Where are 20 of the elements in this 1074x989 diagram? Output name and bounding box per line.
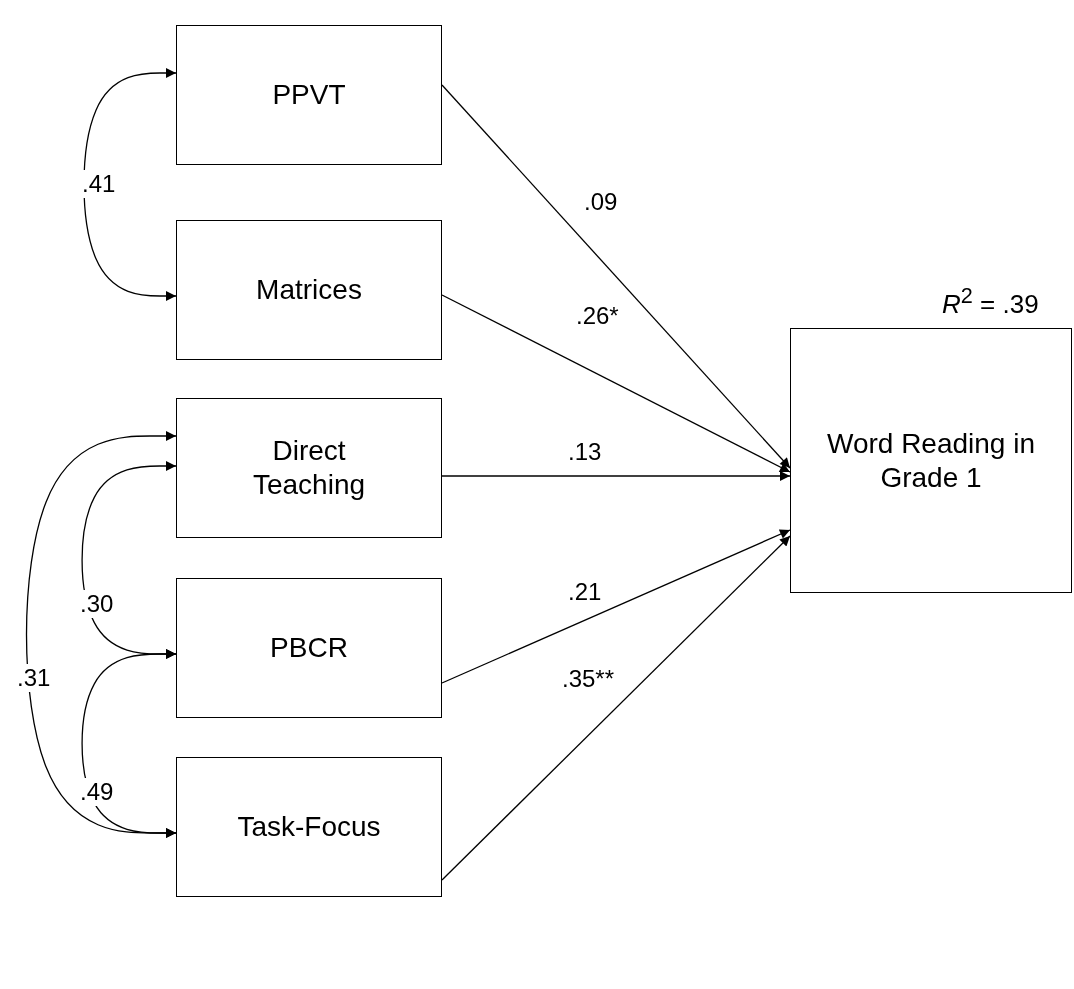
variable-name: PPVT: [272, 78, 346, 112]
variable-box: [176, 220, 442, 360]
path-arrow: [441, 84, 791, 469]
variable-box: [176, 757, 442, 897]
variable-name: Matrices: [256, 273, 362, 307]
path-arrow: [441, 529, 791, 684]
variable-box: [790, 328, 1072, 593]
correlation-arrow: [83, 68, 177, 301]
variable-box: [176, 25, 442, 165]
path-arrow: [441, 535, 791, 881]
variable-name: Word Reading in Grade 1: [825, 426, 1036, 495]
edge-label: .41: [80, 170, 118, 198]
correlation-arrow: [25, 431, 177, 838]
variable-box: [176, 398, 442, 538]
path-arrow: [441, 471, 791, 481]
variable-name: Task-Focus: [237, 810, 381, 844]
path-arrow: [441, 294, 791, 473]
variable-name: Direct Teaching: [251, 434, 367, 502]
variable-box: [176, 578, 442, 718]
variable-name: PBCR: [270, 631, 348, 665]
